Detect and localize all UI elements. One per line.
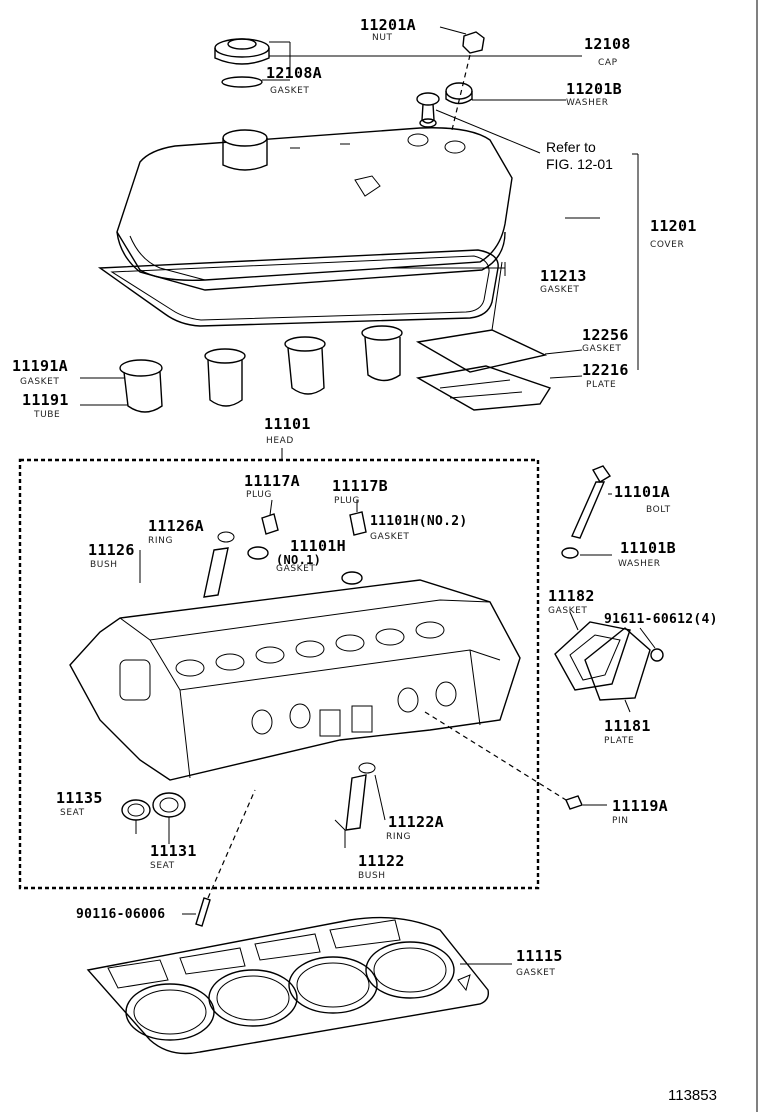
part-11182-name: GASKET [548, 606, 588, 616]
part-11117B: 11117B [332, 477, 388, 495]
tubes-drawing [80, 325, 403, 413]
head-bolt-drawing [561, 465, 612, 559]
part-91611: 91611-60612(4) [604, 612, 718, 627]
part-11181: 11181 [604, 717, 651, 735]
part-12108-name: CAP [598, 58, 618, 68]
part-12256-name: GASKET [582, 344, 622, 354]
part-11201-name: COVER [650, 240, 685, 250]
part-11119A-name: PIN [612, 816, 629, 826]
part-11117B-name: PLUG [334, 496, 360, 506]
part-11101H-no1-number: (NO.1) [276, 553, 322, 567]
bush-drawing [139, 531, 235, 598]
part-11101H-no2: 11101H(NO.2) [370, 514, 468, 529]
part-11135: 11135 [56, 789, 103, 807]
part-11117A-name: PLUG [246, 490, 272, 500]
washer-drawing [445, 82, 566, 105]
part-11126A-name: RING [148, 536, 174, 546]
part-11101: 11101 [264, 415, 311, 433]
oil-cap-drawing [214, 38, 582, 88]
part-11126: 11126 [88, 541, 135, 559]
plugs-drawing [247, 499, 367, 585]
part-11191A: 11191A [12, 357, 68, 375]
part-11201A-name: NUT [372, 33, 393, 43]
part-11101-name: HEAD [266, 436, 294, 446]
part-12108: 12108 [584, 35, 631, 53]
guide-bush-drawing [334, 762, 386, 848]
part-11213: 11213 [540, 267, 587, 285]
part-12108A-name: GASKET [270, 86, 310, 96]
part-11131-name: SEAT [150, 861, 175, 871]
part-12108A: 12108A [266, 64, 322, 82]
part-11135-name: SEAT [60, 808, 85, 818]
part-11101H-no1: 11101H [290, 537, 346, 555]
part-11122: 11122 [358, 852, 405, 870]
nut-drawing [439, 26, 485, 54]
side-plate-drawing [554, 611, 664, 713]
pin-drawing [424, 711, 607, 810]
part-12256: 12256 [582, 326, 629, 344]
part-11201: 11201 [650, 217, 697, 235]
head-gasket-drawing [86, 916, 512, 1055]
part-11182: 11182 [548, 587, 595, 605]
part-11201B-name: WASHER [566, 98, 609, 108]
head-cover-drawing [116, 127, 513, 291]
part-11201B: 11201B [566, 80, 622, 98]
part-11115-name: GASKET [516, 968, 556, 978]
part-11131: 11131 [150, 842, 197, 860]
part-11101B: 11101B [620, 539, 676, 557]
part-11191A-name: GASKET [20, 377, 60, 387]
part-11191: 11191 [22, 391, 69, 409]
part-11126A: 11126A [148, 517, 204, 535]
part-11101H-no2-name: GASKET [370, 532, 410, 542]
valve-seats-drawing [121, 792, 186, 844]
plate-drawing [415, 261, 583, 411]
part-11101A-name: BOLT [646, 505, 671, 515]
part-11201A: 11201A [360, 16, 416, 34]
dowel-drawing [182, 789, 256, 927]
fig-reference: FIG. 12-01 [546, 156, 613, 172]
part-11119A: 11119A [612, 797, 668, 815]
refer-to-text: Refer to [546, 139, 596, 155]
part-11122-name: BUSH [358, 871, 386, 881]
part-90116: 90116-06006 [76, 907, 166, 922]
part-11115: 11115 [516, 947, 563, 965]
part-11126-name: BUSH [90, 560, 118, 570]
part-11101B-name: WASHER [618, 559, 661, 569]
part-11117A: 11117A [244, 472, 300, 490]
part-11101H-no1-name: GASKET [276, 564, 316, 574]
part-11191-name: TUBE [34, 410, 61, 420]
grommet-drawing [416, 92, 541, 154]
part-11122A-name: RING [386, 832, 412, 842]
cover-gasket-drawing [97, 249, 506, 327]
part-11181-name: PLATE [604, 736, 635, 746]
part-11101A: 11101A [614, 483, 670, 501]
part-11122A: 11122A [388, 813, 444, 831]
part-12216: 12216 [582, 361, 629, 379]
part-12216-name: PLATE [586, 380, 617, 390]
part-11213-name: GASKET [540, 285, 580, 295]
cylinder-head-drawing [69, 579, 521, 781]
head-group-box [18, 448, 540, 890]
figure-number: 113853 [668, 1087, 717, 1104]
